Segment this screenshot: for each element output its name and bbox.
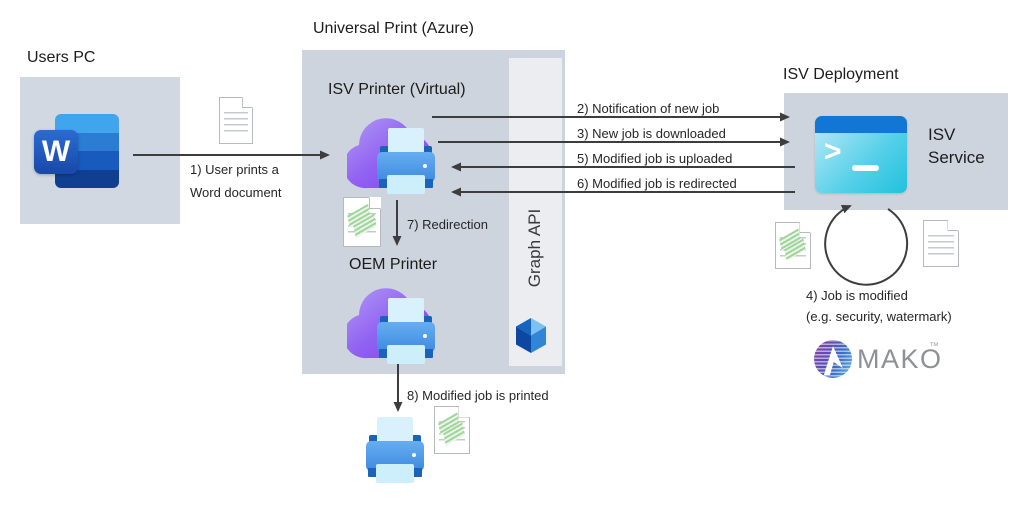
step2-label: 2) Notification of new job xyxy=(577,101,720,116)
step5-label: 5) Modified job is uploaded xyxy=(577,151,733,166)
oem-printer-title: OEM Printer xyxy=(349,256,438,273)
graph-api-icon xyxy=(516,318,546,353)
terminal-cursor xyxy=(852,165,879,171)
modified-job-document-icon xyxy=(775,222,811,269)
oem-printer-icon xyxy=(347,276,439,368)
graph-api-strip xyxy=(509,58,562,366)
step4-label-line1: 4) Job is modified xyxy=(806,288,908,303)
document-lines xyxy=(223,112,249,133)
isv-printer-title: ISV Printer (Virtual) xyxy=(328,81,466,98)
universal-print-title: Universal Print (Azure) xyxy=(313,20,474,37)
document-icon xyxy=(219,97,253,144)
terminal-icon: > xyxy=(815,116,907,193)
isv-virtual-printer-icon xyxy=(347,106,439,198)
printer-icon xyxy=(377,128,435,194)
modified-job-document-icon xyxy=(343,197,381,247)
users-pc-title: Users PC xyxy=(27,49,96,66)
isv-service-label-line1: ISV xyxy=(928,125,956,144)
arrow-step4-cycle xyxy=(824,205,909,286)
terminal-prompt: > xyxy=(824,135,842,168)
document-fold xyxy=(242,97,253,109)
step4-label-line2: (e.g. security, watermark) xyxy=(806,309,952,324)
step1-label-line1: 1) User prints a xyxy=(190,162,279,177)
graph-api-label: Graph API xyxy=(525,208,544,288)
printer-icon xyxy=(377,298,435,364)
isv-service-label-line2: Service xyxy=(928,148,985,167)
word-band-4 xyxy=(55,169,119,188)
physical-printer-icon xyxy=(366,417,424,483)
step3-label: 3) New job is downloaded xyxy=(577,126,726,141)
step7-label: 7) Redirection xyxy=(407,217,488,232)
mako-logo-icon xyxy=(814,340,852,378)
step1-label-line2: Word document xyxy=(190,185,282,200)
mako-trademark: ™ xyxy=(929,341,939,352)
terminal-screen: > xyxy=(815,133,907,193)
step8-label: 8) Modified job is printed xyxy=(407,388,549,403)
printed-modified-document-icon xyxy=(434,406,470,454)
word-band-1 xyxy=(55,114,119,133)
original-job-document-icon xyxy=(923,220,959,267)
step6-label: 6) Modified job is redirected xyxy=(577,176,737,191)
word-icon: W xyxy=(34,130,78,174)
step4-label: 4) Job is modified (e.g. security, water… xyxy=(806,285,952,327)
mako-logo-text: MAKO xyxy=(857,344,943,374)
isv-deployment-title: ISV Deployment xyxy=(783,66,899,83)
step1-label: 1) User prints a Word document xyxy=(190,158,282,204)
word-letter: W xyxy=(41,135,71,168)
terminal-titlebar xyxy=(815,116,907,133)
